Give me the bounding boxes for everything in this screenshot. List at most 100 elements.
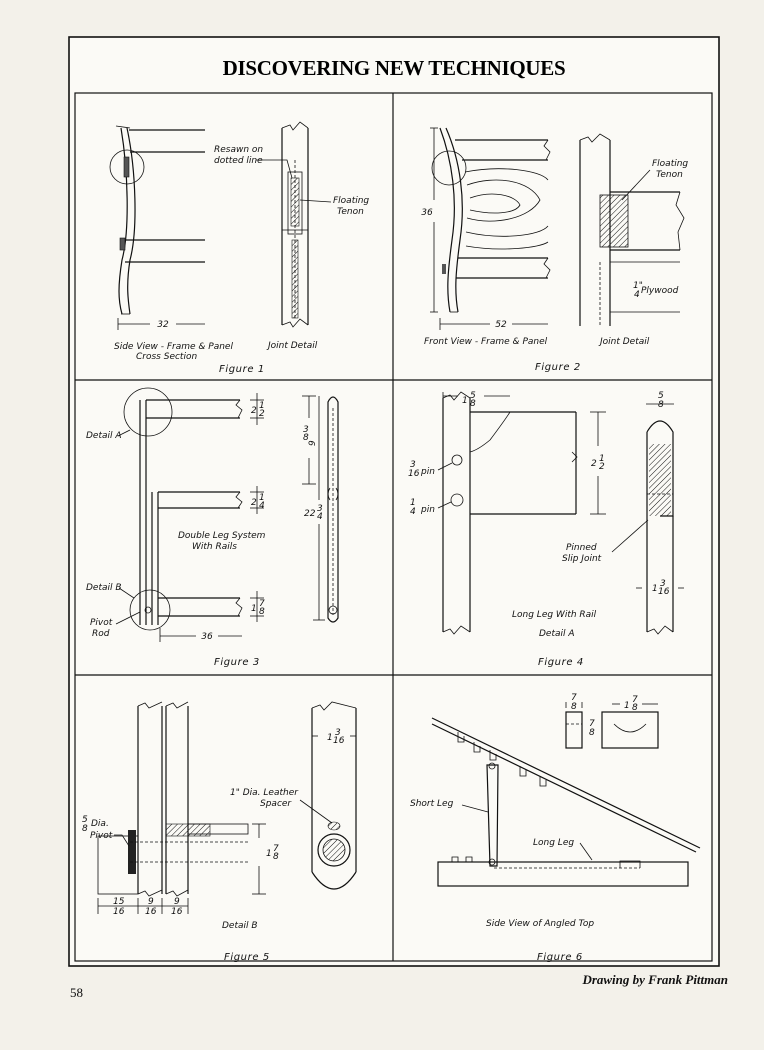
fig6-long-leg: Long Leg — [533, 838, 574, 848]
fig6-dim-b-den: 8 — [632, 703, 638, 713]
fig3-dim-b-num: 1 — [259, 493, 265, 503]
fig5-dim-b3-den: 16 — [171, 907, 183, 917]
fig4-pin1-num: 3 — [410, 460, 416, 470]
fig5-pivot-2: Pivot — [90, 831, 113, 841]
fig5-dim-top-num: 3 — [335, 728, 341, 738]
fig4-dim-r-num: 5 — [658, 391, 664, 401]
fig5-detail-label: Detail B — [222, 921, 258, 931]
fig3-dim-d-num: 3 — [303, 425, 309, 435]
fig1-view-label-2: Cross Section — [136, 352, 197, 362]
figure-1: 32 Resawn on dotted line Floating Tenon … — [109, 121, 369, 375]
fig3-dim-c-den: 8 — [259, 607, 265, 617]
fig3-dim-c-num: 7 — [259, 599, 265, 609]
fig3-pivot-2: Rod — [92, 629, 110, 639]
fig4-dim-h-whole: 2 — [591, 459, 597, 469]
fig6-dim-a-den: 8 — [571, 702, 577, 712]
fig6-caption: Figure 6 — [537, 952, 583, 963]
fig3-dim-e-num: 3 — [317, 504, 323, 514]
fig2-dim-width: 52 — [495, 320, 507, 330]
fig4-caption: Figure 4 — [538, 657, 584, 668]
fig3-dim-a-den: 2 — [259, 409, 265, 419]
fig6-short-leg: Short Leg — [410, 799, 454, 809]
fig3-dim-e-den: 4 — [317, 512, 323, 522]
fig3-dim-a-num: 1 — [259, 401, 265, 411]
fig3-dim-a-whole: 2 — [251, 406, 257, 416]
fig3-dim-d-den: 8 — [303, 433, 309, 443]
fig1-floating-2: Tenon — [337, 207, 364, 217]
fig4-label-1: Long Leg With Rail — [512, 610, 597, 620]
fig5-dim-b3-num: 9 — [174, 897, 180, 907]
figure-2: 36 52 Floating Tenon 1" 4 Plywood Front … — [421, 127, 688, 373]
fig3-dim-c-whole: 1 — [251, 604, 257, 614]
fig5-dim-b1-den: 16 — [113, 907, 125, 917]
fig3-dim-d-whole: 9 — [308, 440, 318, 446]
fig5-spacer-2: Spacer — [260, 799, 292, 809]
fig6-dim-a-num: 7 — [571, 693, 577, 703]
fig2-dim-height: 36 — [421, 208, 433, 218]
fig1-view-label-1: Side View - Frame & Panel — [114, 342, 233, 352]
fig4-dim-top-whole: 1 — [462, 396, 468, 406]
fig5-pivot-frac-den: 8 — [82, 824, 88, 834]
fig1-floating-1: Floating — [333, 196, 369, 206]
fig3-dim-b-whole: 2 — [251, 498, 257, 508]
fig5-dim-b1-num: 15 — [113, 897, 125, 907]
fig1-caption: Figure 1 — [219, 364, 265, 375]
fig5-dim-b2-den: 16 — [145, 907, 157, 917]
fig4-pin2-word: pin — [420, 505, 435, 515]
fig4-label-2: Detail A — [539, 629, 575, 639]
fig4-dim-top-den: 8 — [470, 399, 476, 409]
fig5-dim-b2-num: 9 — [148, 897, 154, 907]
fig6-dim-b-num: 7 — [632, 695, 638, 705]
fig4-dim-w-num: 3 — [660, 579, 666, 589]
fig4-pin1-word: pin — [420, 467, 435, 477]
fig4-dim-w-den: 16 — [658, 587, 670, 597]
fig4-pinned-2: Slip Joint — [562, 554, 602, 564]
fig3-dim-e-whole: 22 — [304, 509, 316, 519]
fig5-dim-h-den: 8 — [273, 852, 279, 862]
drawing-credit: Drawing by Frank Pittman — [582, 972, 728, 987]
fig1-dim-width: 32 — [157, 320, 169, 330]
figure-3: 2 1 2 2 1 4 1 7 8 36 9 3 8 22 3 4 Detail… — [86, 387, 339, 668]
fig5-dim-h-whole: 1 — [266, 849, 272, 859]
page-title: DISCOVERING NEW TECHNIQUES — [223, 56, 566, 80]
figure-grid — [74, 92, 713, 962]
fig4-dim-h-den: 2 — [599, 462, 605, 472]
fig5-pivot-frac-num: 5 — [82, 815, 88, 825]
fig1-joint-label: Joint Detail — [266, 341, 318, 351]
fig3-dim-width: 36 — [201, 632, 213, 642]
fig3-system-1: Double Leg System — [178, 531, 266, 541]
fig6-side-view: Side View of Angled Top — [486, 919, 594, 929]
fig6-dim-b-whole: 1 — [624, 701, 630, 711]
fig5-dim-top-den: 16 — [333, 736, 345, 746]
fig2-view-label: Front View - Frame & Panel — [424, 337, 548, 347]
fig4-pinned-1: Pinned — [566, 543, 597, 553]
fig4-pin2-den: 4 — [410, 507, 416, 517]
fig6-dim-c-num: 7 — [589, 719, 595, 729]
figure-6: 7 8 1 7 8 7 8 Short Leg Long Leg Side Vi… — [410, 693, 701, 963]
fig2-joint-label: Joint Detail — [598, 337, 650, 347]
fig3-system-2: With Rails — [192, 542, 237, 552]
fig1-resawn-1: Resawn on — [214, 145, 263, 155]
page-number: 58 — [70, 985, 83, 1000]
fig2-plywood-frac-num: 1" — [633, 281, 643, 291]
fig3-caption: Figure 3 — [214, 657, 260, 668]
fig4-dim-top-num: 5 — [470, 391, 476, 401]
figure-4: 1 5 8 2 1 2 3 16 pin 1 4 pin 5 8 1 3 16 … — [408, 391, 684, 668]
fig6-dim-c-den: 8 — [589, 728, 595, 738]
fig3-detail-a: Detail A — [86, 431, 122, 441]
fig5-pivot-1: Dia. — [91, 819, 109, 829]
fig2-floating-1: Floating — [652, 159, 688, 169]
fig3-dim-b-den: 4 — [259, 501, 265, 511]
fig2-floating-2: Tenon — [656, 170, 683, 180]
fig3-detail-b: Detail B — [86, 583, 122, 593]
fig4-dim-w-whole: 1 — [652, 584, 658, 594]
figure-5: 1 7 8 15 16 9 16 9 16 1 3 16 1" Dia. Lea… — [82, 701, 357, 963]
fig4-dim-h-num: 1 — [599, 454, 605, 464]
fig2-caption: Figure 2 — [535, 362, 581, 373]
fig4-pin2-num: 1 — [410, 498, 416, 508]
fig4-pin1-den: 16 — [408, 469, 420, 479]
fig5-dim-h-num: 7 — [273, 844, 279, 854]
fig5-caption: Figure 5 — [224, 952, 270, 963]
fig1-resawn-2: dotted line — [214, 156, 263, 166]
